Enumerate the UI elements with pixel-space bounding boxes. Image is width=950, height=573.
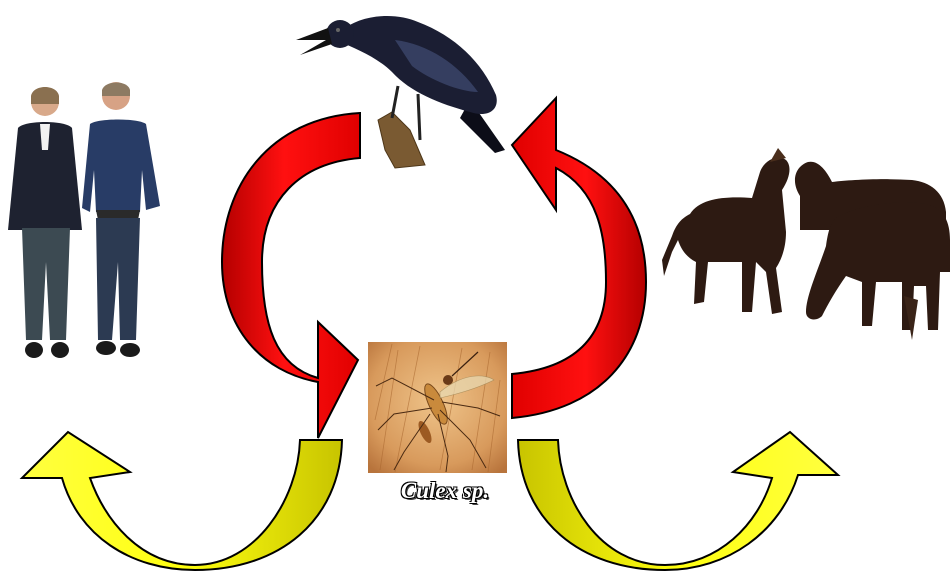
arrow-mosquito-to-crow <box>512 98 646 418</box>
arrow-mosquito-to-humans <box>22 432 342 570</box>
humans-illustration <box>8 82 160 358</box>
arrow-mosquito-to-horses <box>518 432 838 570</box>
horses-illustration <box>662 148 950 340</box>
species-caption: Culex sp. <box>360 478 530 504</box>
arrow-crow-to-mosquito <box>222 113 360 438</box>
mosquito-photo <box>368 342 507 473</box>
